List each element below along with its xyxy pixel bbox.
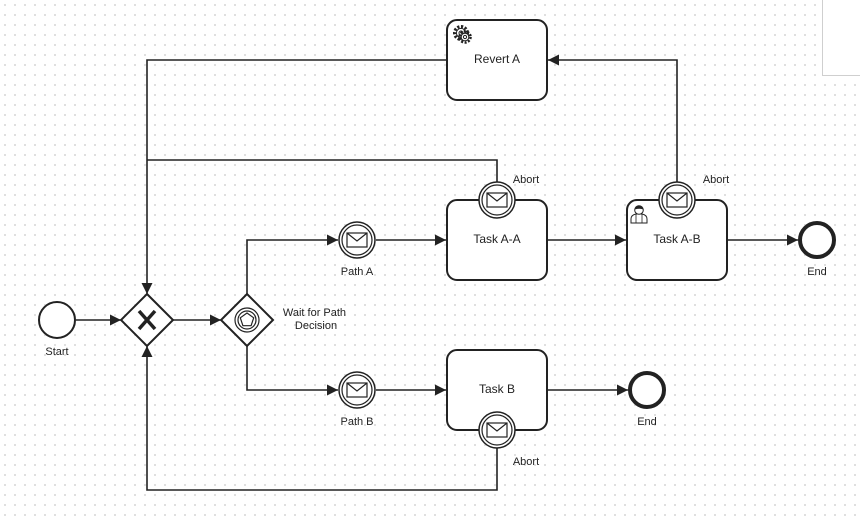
end-event-top[interactable]	[798, 221, 836, 259]
task-ab-label: Task A-B	[653, 232, 700, 246]
path-a-message-event[interactable]	[338, 221, 376, 259]
flow-abort-ab-to-revert[interactable]	[548, 54, 678, 182]
path-b-label: Path B	[340, 416, 373, 428]
envelope-icon	[346, 382, 368, 398]
revert-a-task[interactable]: Revert A	[446, 19, 548, 101]
task-aa-label: Task A-A	[473, 232, 520, 246]
abort-b-boundary-event[interactable]	[478, 411, 516, 449]
path-b-message-event[interactable]	[338, 371, 376, 409]
flow-gateway-to-path-a[interactable]	[246, 234, 338, 294]
flow-abort-b-to-xor[interactable]	[141, 346, 498, 491]
abort-aa-boundary-event[interactable]	[478, 181, 516, 219]
abort-b-label: Abort	[513, 456, 539, 468]
abort-ab-boundary-event[interactable]	[658, 181, 696, 219]
x-marker-icon	[137, 309, 157, 331]
envelope-icon	[666, 192, 688, 208]
event-based-gateway[interactable]	[219, 292, 275, 348]
start-label: Start	[45, 346, 68, 358]
event-gateway-label: Wait for Path Decision	[283, 307, 349, 332]
exclusive-gateway[interactable]	[119, 292, 175, 348]
abort-aa-label: Abort	[513, 174, 539, 186]
path-a-label: Path A	[341, 266, 374, 278]
envelope-icon	[346, 232, 368, 248]
revert-a-label: Revert A	[474, 52, 520, 66]
flow-revert-to-xor[interactable]	[141, 59, 446, 294]
flow-gateway-to-path-b[interactable]	[246, 346, 338, 396]
end-top-label: End	[807, 266, 827, 278]
task-b-label: Task B	[479, 382, 515, 396]
abort-ab-label: Abort	[703, 174, 729, 186]
start-event[interactable]	[38, 301, 76, 339]
end-event-bottom[interactable]	[628, 371, 666, 409]
flow-abort-aa-to-xor[interactable]	[147, 159, 498, 182]
envelope-icon	[486, 192, 508, 208]
end-bottom-label: End	[637, 416, 657, 428]
envelope-icon	[486, 422, 508, 438]
gear-icon-back	[458, 30, 472, 44]
task-ab[interactable]: Task A-B	[626, 199, 728, 281]
properties-panel-corner[interactable]	[822, 0, 860, 76]
user-icon	[630, 205, 648, 224]
pentagon-icon	[239, 312, 255, 327]
